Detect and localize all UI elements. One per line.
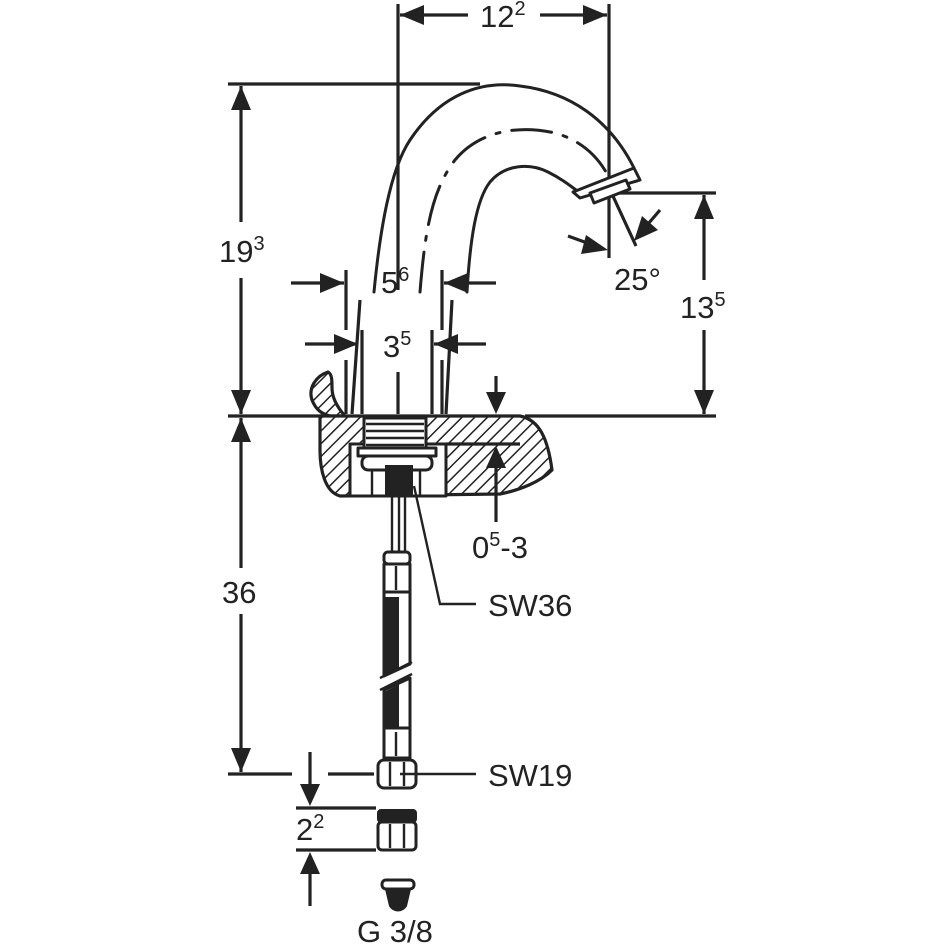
dimension-label: 36 [222, 575, 256, 610]
deck-cross-section [318, 414, 554, 498]
arrow-left-icon [434, 334, 458, 354]
spout-outer-contour [372, 83, 636, 294]
arrow-down-icon [231, 390, 251, 414]
dimension-label: 56 [381, 264, 409, 300]
dimension-label: 193 [219, 233, 265, 269]
arrow-up-icon [300, 852, 320, 874]
spout-aerator [588, 178, 632, 205]
angle-label: 25° [614, 262, 661, 297]
callout-label: SW36 [488, 588, 572, 623]
dimension-label: 122 [480, 0, 526, 34]
dimension-label: 05-3 [472, 529, 528, 565]
tap-body [309, 299, 454, 418]
arrow-right-icon [320, 273, 344, 293]
arrow-up-icon [231, 418, 251, 442]
dimension-deck-thickness: 05-3 [472, 376, 528, 565]
dimension-tap-hole-diameter: 35 [305, 328, 486, 364]
dimension-fitting-length: 22 [296, 752, 324, 906]
arrow-right-icon [583, 5, 607, 25]
spout [372, 83, 642, 294]
upper-crimp-ring [382, 550, 412, 566]
arrow-down-icon [231, 748, 251, 772]
arrow-down-icon [300, 784, 320, 806]
plug-body [384, 888, 412, 912]
arrow-down-icon [486, 392, 506, 414]
angle-leg-line [610, 193, 638, 247]
connection-hose [376, 496, 418, 790]
arrow-down-left-icon [634, 216, 658, 241]
dimension-label: 22 [296, 811, 324, 847]
body-taper-left [350, 299, 362, 415]
dimension-body-diameter: 56 [291, 264, 496, 330]
sealing-plug [380, 878, 416, 912]
fitting-thread [377, 809, 417, 823]
dimension-outlet-angle: 25° [567, 193, 662, 297]
spout-centerline [418, 128, 608, 294]
arrow-left-icon [444, 273, 468, 293]
arrow-right-icon [334, 334, 358, 354]
hose-break-line [379, 660, 413, 680]
arrow-down-icon [694, 390, 714, 414]
dimension-hose-length: 36 [222, 418, 256, 772]
spout-outlet-ring [571, 166, 642, 200]
arrow-up-icon [486, 446, 506, 468]
hose-braid-upper [385, 597, 399, 676]
arrow-right-icon [581, 235, 608, 254]
dimension-label: 135 [680, 289, 726, 325]
hose-break-line [379, 672, 413, 692]
dimension-total-height: 193 [219, 86, 265, 414]
spout-inner-contour [465, 165, 578, 294]
dimension-outlet-height: 135 [680, 195, 726, 414]
leader-line [412, 485, 476, 606]
adapter-fitting [376, 809, 418, 852]
body-taper-right [444, 299, 454, 415]
callout-sw19: SW19 [400, 758, 572, 793]
arrow-left-icon [400, 5, 424, 25]
arrow-up-icon [694, 195, 714, 219]
callout-sw36: SW36 [412, 485, 572, 623]
dimension-spout-reach: 122 [400, 0, 607, 34]
fitting-body [376, 820, 418, 852]
angle-leader-line [646, 208, 662, 226]
hose-braid-lower [385, 684, 399, 727]
threaded-shank [362, 416, 428, 450]
arrow-up-icon [231, 86, 251, 110]
dimension-label: 35 [383, 328, 411, 364]
hose-connector-block [385, 465, 413, 495]
lever-handle [309, 370, 347, 418]
thread-size-label: G 3/8 [357, 914, 433, 947]
callout-label: SW19 [488, 758, 572, 793]
plug-rim [380, 878, 416, 891]
